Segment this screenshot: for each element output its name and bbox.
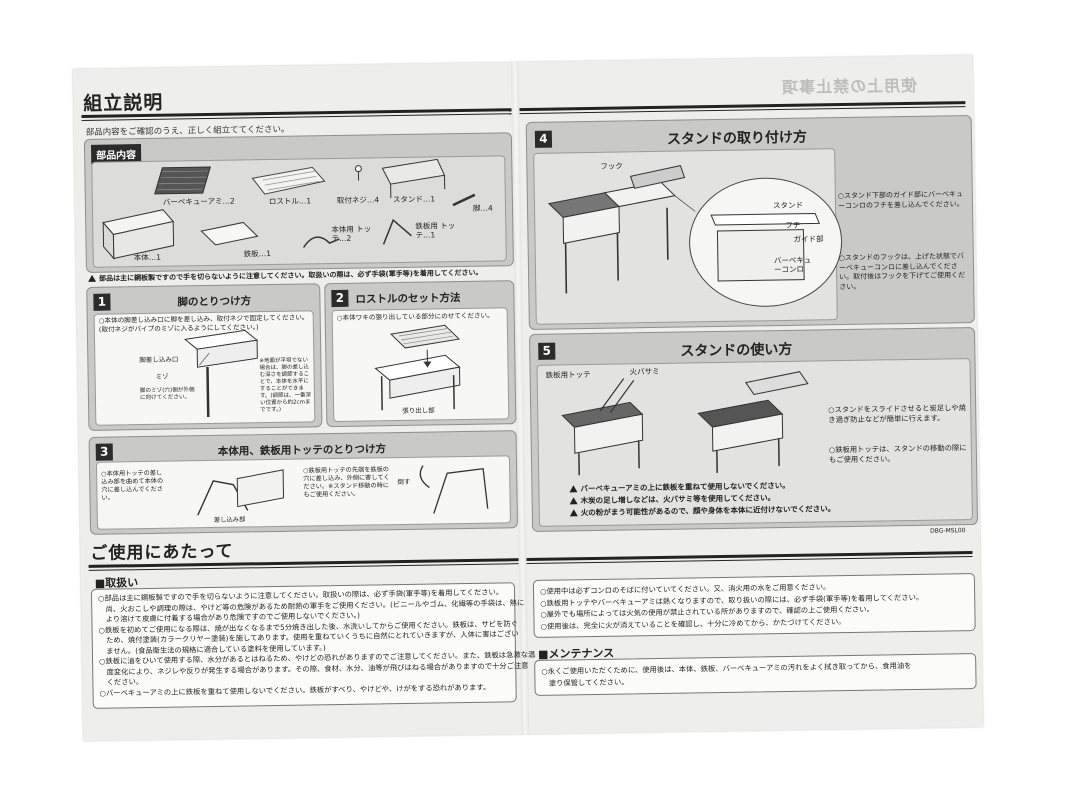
step2-illustration	[374, 324, 461, 411]
step3-illustration	[197, 465, 489, 516]
screw-drawing	[354, 165, 362, 181]
step2-panel: 2 ロストルのセット方法 ○本体ワキの張り出している部分にのせてください。 張り…	[324, 280, 517, 428]
step1-label-inlet: 脚差し込み口	[139, 355, 179, 365]
step5-note-b: ○鉄板用トッテは、スタンドの移動の際にもご使用ください。	[828, 443, 967, 465]
plate-handle-drawing	[382, 218, 412, 245]
label-body: 本体…1	[133, 252, 162, 263]
step5-label-plate-handle: 鉄板用トッテ	[545, 370, 591, 380]
step2-content: ○本体ワキの張り出している部分にのせてください。 張り出し部	[331, 307, 510, 423]
model-number: DBG-MSL00	[930, 527, 966, 535]
leg-drawing	[452, 193, 476, 207]
label-iron-plate: 鉄板…1	[243, 249, 272, 259]
page-title: 組立説明	[83, 91, 164, 115]
label-body-handle: 本体用 トッテ…2	[331, 224, 372, 244]
step2-title: ロストルのセット方法	[355, 292, 461, 306]
body-handle-drawing	[302, 236, 340, 248]
parts-illustration-area: バーベキューアミ…2 ロストル…1 取付ネジ…4 スタンド…1 脚…4 本体…1…	[91, 155, 507, 268]
warning-icon	[569, 485, 578, 493]
warning-icon	[569, 509, 578, 517]
step5-number: 5	[538, 342, 556, 360]
iron-plate-drawing	[200, 221, 259, 246]
body-drawing	[102, 209, 175, 260]
step5-illustration	[561, 371, 809, 476]
label-plate-handle: 鉄板用 トッテ…1	[415, 221, 456, 240]
step4-label-stand: スタンド	[772, 200, 804, 211]
instruction-leaflet: 組立説明 部品内容をご確認のうえ、正しく組立ててください。 部品内容	[72, 54, 984, 742]
step5-label-tongs: 火バサミ	[629, 366, 660, 377]
warning-icon	[569, 497, 578, 505]
stand-drawing	[381, 158, 446, 199]
step1-content: ○本体の脚差し込み口に脚を差し込み、取付ネジで固定してください。(取付ネジがパイ…	[93, 310, 316, 426]
rostle-drawing	[251, 166, 326, 195]
step3-label-insert: 差し込み部	[213, 516, 246, 524]
step4-illustration-area: フック スタンド フチ ガイド部 バーベキューコンロ	[533, 148, 843, 325]
label-screw: 取付ネジ…4	[336, 195, 380, 205]
right-page: 使用上の禁止事項 4 スタンドの取り付け方	[519, 55, 983, 734]
step3-label-tilt: 倒す	[397, 477, 411, 487]
step2-number: 2	[331, 289, 349, 308]
step1-title: 脚のとりつけ方	[177, 295, 252, 309]
step3-number: 3	[95, 443, 113, 461]
grill-net-drawing	[154, 166, 212, 195]
step4-label-guide: ガイド部	[793, 234, 824, 244]
step4-title: スタンドの取り付け方	[666, 129, 808, 148]
step3-content: ○本体用トッテの差し込み部を曲めて本体の穴に差し込んでください。 差し込み部 ○…	[95, 455, 511, 530]
step3-panel: 3 本体用、鉄板用トッテのとりつけ方 ○本体用トッテの差し込み部を曲めて本体の穴…	[88, 430, 519, 535]
step1-number: 1	[93, 293, 111, 311]
label-leg: 脚…4	[472, 203, 493, 213]
step4-number: 4	[534, 130, 553, 148]
step5-panel: 5 スタンドの使い方 鉄板用トッテ 火バサミ ○	[528, 326, 979, 532]
step4-note-b: ○スタンドのフックは、上げた状態でバーベキューコンロに差し込んでください。取付後…	[838, 252, 966, 291]
usage-box: ○使用中は必ずコンロのそばに付いていてください。又、消火用の水をご用意ください。…	[532, 573, 976, 638]
parts-panel: 部品内容	[83, 132, 514, 273]
maintenance-box: ○永くご使用いただくために、使用後は、本体、鉄板、バーベキューアミの汚れをよく拭…	[534, 652, 977, 696]
step5-title: スタンドの使い方	[680, 341, 793, 360]
step4-panel: 4 スタンドの取り付け方 フック スタンド フチ	[525, 114, 975, 330]
step4-label-hook: フック	[600, 161, 623, 171]
step4-label-rim: フチ	[785, 220, 801, 230]
step5-note-a: ○スタンドをスライドさせると炭足しや焼き過ぎ防止などが簡単に行えます。	[828, 403, 966, 425]
step3-note-b: ○鉄板用トッテの先端を鉄板の穴に差し込み、外側に寄してください。※スタンド移動の…	[303, 466, 390, 499]
left-page: 組立説明 部品内容をご確認のうえ、正しく組立ててください。 部品内容	[73, 62, 535, 741]
handling-box: ○部品は主に鋼板製ですので手を切らないように注意してください。取扱いの際は、必ず…	[90, 582, 535, 709]
parts-illustration	[102, 158, 476, 260]
step1-label-groove: ミゾ	[155, 372, 169, 381]
mirrored-title: 使用上の禁止事項	[781, 75, 918, 97]
label-grill-net: バーベキューアミ…2	[162, 196, 235, 207]
step1-side-note: ※地面が平坦でない場合は、脚の差し込む深さを調節することで、本体を水平にすること…	[259, 357, 312, 414]
step2-label-overhang: 張り出し部	[402, 406, 435, 415]
usage-title: ご使用にあたって	[90, 541, 234, 564]
label-stand: スタンド…1	[392, 194, 436, 205]
label-rostle: ロストル…1	[268, 196, 312, 207]
step4-illustration	[547, 164, 843, 307]
step1-label-leg-side: 脚のミゾ(穴)側が外側に向けてください。	[139, 387, 195, 402]
step4-note-a: ○スタンド下部のガイド部にバーベキューコンロのフチを差し込んでください。	[837, 190, 964, 210]
step5-content: 鉄板用トッテ 火バサミ ○スタンドをスライドさせると炭足しや焼き過ぎ防止などが簡…	[536, 358, 973, 527]
step3-title: 本体用、鉄板用トッテのとりつけ方	[217, 443, 386, 458]
step1-illustration	[183, 329, 259, 418]
warning-icon	[88, 274, 97, 282]
step4-label-stove: バーベキューコンロ	[773, 255, 812, 275]
step1-panel: 1 脚のとりつけ方 ○本体の脚差し込み口に脚を差し込み、取付ネジで固定してくださ…	[86, 283, 323, 431]
